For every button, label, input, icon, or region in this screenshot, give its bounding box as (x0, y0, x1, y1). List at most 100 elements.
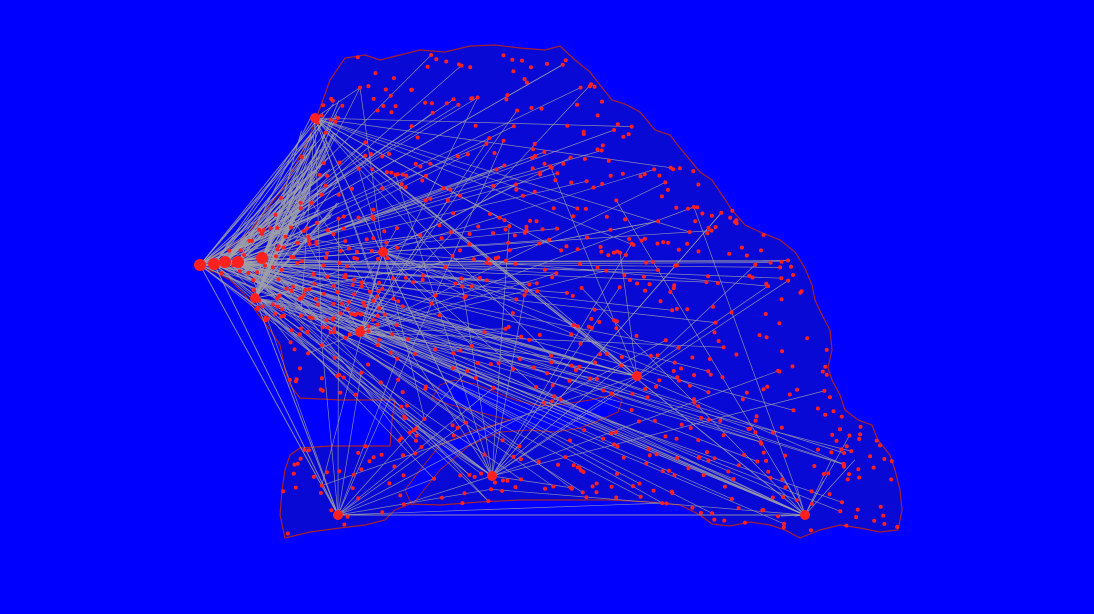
settlement-point (543, 486, 547, 491)
settlement-point (341, 375, 346, 380)
settlement-point (790, 364, 795, 369)
settlement-point (467, 242, 472, 247)
settlement-point (642, 172, 647, 177)
settlement-point (655, 353, 660, 358)
settlement-point (307, 315, 312, 320)
settlement-point (638, 494, 643, 499)
settlement-point (279, 267, 284, 272)
connection-line (314, 117, 671, 169)
settlement-point (692, 397, 697, 402)
settlement-point (380, 154, 385, 159)
settlement-point (575, 206, 580, 211)
settlement-point (389, 110, 394, 115)
settlement-point (332, 355, 337, 360)
connection-line (382, 169, 655, 253)
settlement-point (537, 332, 542, 337)
settlement-point (414, 426, 419, 431)
settlement-point (660, 501, 665, 506)
settlement-point (251, 288, 256, 292)
settlement-point (352, 472, 356, 477)
hub-city-point (232, 256, 244, 268)
settlement-point (529, 105, 534, 110)
connection-line (382, 251, 517, 300)
settlement-point (679, 366, 684, 371)
settlement-point (458, 473, 463, 478)
settlement-point (727, 251, 732, 256)
settlement-point (878, 504, 883, 509)
settlement-point (388, 93, 393, 98)
settlement-point (319, 192, 324, 197)
settlement-point (409, 87, 414, 92)
settlement-point (409, 124, 414, 129)
settlement-point (366, 324, 371, 329)
settlement-point (563, 58, 568, 63)
settlement-point (672, 360, 677, 365)
settlement-point (855, 507, 860, 512)
connection-line (199, 264, 482, 474)
settlement-point (614, 430, 619, 435)
settlement-point (768, 475, 773, 480)
settlement-point (659, 194, 664, 199)
settlement-point (387, 481, 392, 486)
settlement-point (621, 455, 626, 460)
settlement-point (524, 289, 529, 294)
settlement-point (306, 234, 311, 239)
settlement-point (364, 237, 369, 242)
settlement-point (458, 193, 463, 198)
settlement-point (695, 205, 700, 210)
connection-line (224, 261, 844, 465)
settlement-point (324, 255, 329, 260)
settlement-point (601, 436, 606, 441)
settlement-point (747, 273, 752, 278)
settlement-point (559, 248, 564, 253)
settlement-point (663, 338, 668, 343)
settlement-point (325, 274, 330, 279)
settlement-point (298, 313, 303, 318)
settlement-point (371, 298, 376, 303)
settlement-point (468, 65, 473, 70)
settlement-point (455, 425, 460, 430)
settlement-point (434, 57, 439, 62)
settlement-point (781, 495, 786, 499)
settlement-point (352, 256, 357, 260)
settlement-point (568, 155, 573, 160)
connection-line (491, 287, 620, 477)
connection-line (213, 263, 638, 377)
settlement-point (514, 187, 519, 192)
settlement-point (462, 491, 467, 496)
settlement-point (568, 438, 572, 443)
settlement-point (844, 523, 849, 528)
settlement-point (538, 172, 543, 177)
settlement-point (486, 257, 491, 262)
connection-line (237, 261, 494, 389)
connection-line (491, 226, 510, 477)
connection-line (261, 153, 469, 259)
connection-line (259, 229, 384, 253)
settlement-point (658, 299, 663, 304)
settlement-point (609, 391, 614, 396)
settlement-point (366, 329, 371, 334)
settlement-point (292, 347, 297, 352)
settlement-point (676, 345, 681, 350)
settlement-point (324, 318, 329, 323)
settlement-point (297, 332, 302, 337)
settlement-point (451, 351, 456, 356)
connection-line (359, 97, 479, 333)
hub-city-point (378, 247, 388, 257)
settlement-point (482, 330, 487, 335)
settlement-point (629, 124, 634, 129)
settlement-point (712, 456, 717, 461)
settlement-point (644, 260, 649, 265)
connection-line (224, 261, 673, 311)
settlement-point (688, 383, 692, 388)
settlement-point (674, 306, 679, 311)
settlement-point (679, 422, 684, 427)
settlement-point (678, 166, 682, 171)
settlement-point (530, 166, 535, 171)
settlement-point (311, 272, 316, 277)
settlement-point (455, 154, 460, 159)
settlement-point (791, 408, 796, 413)
connection-line (237, 261, 679, 349)
settlement-point (560, 62, 565, 67)
settlement-point (534, 281, 539, 286)
